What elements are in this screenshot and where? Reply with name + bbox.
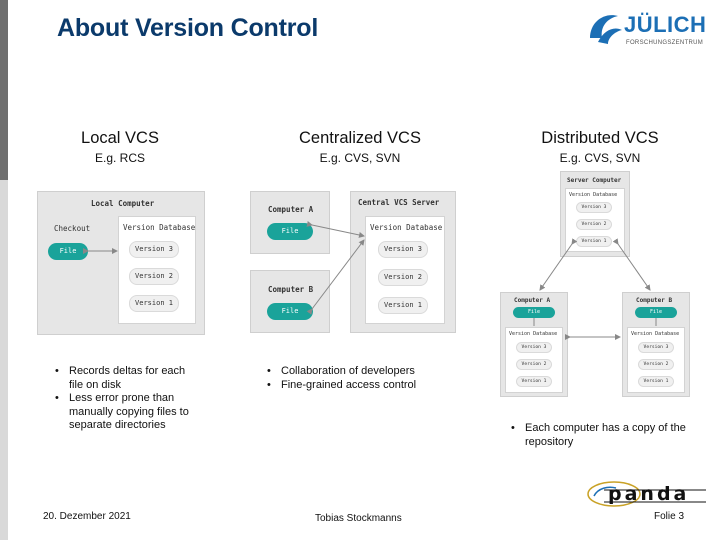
dist-computer-a-file-chip: File <box>513 307 555 318</box>
centralized-vcs-bullets: Collaboration of developers Fine-grained… <box>267 365 457 392</box>
local-version-database-label: Version Database <box>123 223 196 232</box>
footer-date: 20. Dezember 2021 <box>43 511 131 522</box>
central-version-database-label: Version Database <box>370 223 443 232</box>
server-computer-label: Server Computer <box>567 177 622 184</box>
dist-b-version-2: Version 2 <box>638 359 674 370</box>
distributed-vcs-heading: Distributed VCS <box>541 129 659 147</box>
juelich-logo: JÜLICH FORSCHUNGSZENTRUM <box>586 8 711 50</box>
computer-b-file-chip: File <box>267 303 313 320</box>
footer-page-number: Folie 3 <box>654 511 685 522</box>
server-computer-a-arrow <box>539 238 578 291</box>
dist-a-version-3: Version 3 <box>516 342 552 353</box>
local-vcs-bullet: Less error prone than manually copying f… <box>55 392 200 433</box>
juelich-logo-subtext: FORSCHUNGSZENTRUM <box>626 40 704 46</box>
central-version-database: Version Database Version 3 Version 2 Ver… <box>365 216 445 324</box>
local-vcs-bullet: Records deltas for each file on disk <box>55 365 200 392</box>
centralized-vcs-heading: Centralized VCS <box>299 129 421 147</box>
dist-b-version-3: Version 3 <box>638 342 674 353</box>
central-vcs-server-box: Central VCS Server Version Database Vers… <box>350 191 456 333</box>
slide-title: About Version Control <box>57 14 319 42</box>
local-version-1: Version 1 <box>129 295 179 312</box>
distributed-vcs-bullet: Each computer has a copy of the reposito… <box>511 422 686 449</box>
panda-logo: panda <box>586 480 710 510</box>
slide-edge-bar-lower <box>0 180 8 540</box>
dist-computer-b-box: Computer B File Version Database Version… <box>622 292 690 397</box>
dist-computer-b-label: Computer B <box>636 297 673 304</box>
server-version-3: Version 3 <box>576 202 612 213</box>
dist-computer-b-database-label: Version Database <box>631 331 680 337</box>
local-vcs-heading: Local VCS <box>81 129 159 147</box>
centralized-vcs-bullet: Fine-grained access control <box>267 379 457 393</box>
local-version-3: Version 3 <box>129 241 179 258</box>
dist-computer-a-database-label: Version Database <box>509 331 558 337</box>
dist-computer-a-database: Version Database Version 3 Version 2 Ver… <box>505 327 563 393</box>
server-computer-b-arrow <box>612 238 651 291</box>
computer-b-server-arrow <box>306 239 365 315</box>
distributed-vcs-bullets: Each computer has a copy of the reposito… <box>511 422 686 449</box>
computer-a-label: Computer A <box>268 205 314 214</box>
local-version-database: Version Database Version 3 Version 2 Ver… <box>118 216 196 324</box>
juelich-logo-text: JÜLICH <box>624 12 707 37</box>
local-vcs-examples: E.g. RCS <box>94 151 145 165</box>
computer-a-file-chip: File <box>267 223 313 240</box>
local-vcs-bullets: Records deltas for each file on disk Les… <box>55 365 200 433</box>
dist-computer-a-box: Computer A File Version Database Version… <box>500 292 568 397</box>
dist-computer-b-database: Version Database Version 3 Version 2 Ver… <box>627 327 685 393</box>
distributed-vcs-examples: E.g. CVS, SVN <box>559 151 641 165</box>
computer-b-label: Computer B <box>268 285 314 294</box>
dist-a-version-1: Version 1 <box>516 376 552 387</box>
local-computer-label: Local Computer <box>91 199 155 208</box>
central-version-2: Version 2 <box>378 269 428 286</box>
local-version-2: Version 2 <box>129 268 179 285</box>
server-version-database-label: Version Database <box>569 192 618 198</box>
dist-computer-b-file-chip: File <box>635 307 677 318</box>
dist-a-version-2: Version 2 <box>516 359 552 370</box>
centralized-vcs-bullet: Collaboration of developers <box>267 365 457 379</box>
central-vcs-server-label: Central VCS Server <box>358 198 440 207</box>
central-version-1: Version 1 <box>378 297 428 314</box>
dist-computer-a-label: Computer A <box>514 297 551 304</box>
slide-edge-bar <box>0 0 8 180</box>
centralized-vcs-examples: E.g. CVS, SVN <box>319 151 401 165</box>
local-file-chip: File <box>48 243 88 260</box>
computer-a-server-arrow <box>306 221 365 238</box>
local-computer-box: Local Computer Checkout File Version Dat… <box>37 191 205 335</box>
checkout-label: Checkout <box>54 224 91 233</box>
dist-b-version-1: Version 1 <box>638 376 674 387</box>
central-version-3: Version 3 <box>378 241 428 258</box>
server-version-2: Version 2 <box>576 219 612 230</box>
footer-author: Tobias Stockmanns <box>315 513 402 524</box>
panda-logo-text: panda <box>608 483 690 505</box>
